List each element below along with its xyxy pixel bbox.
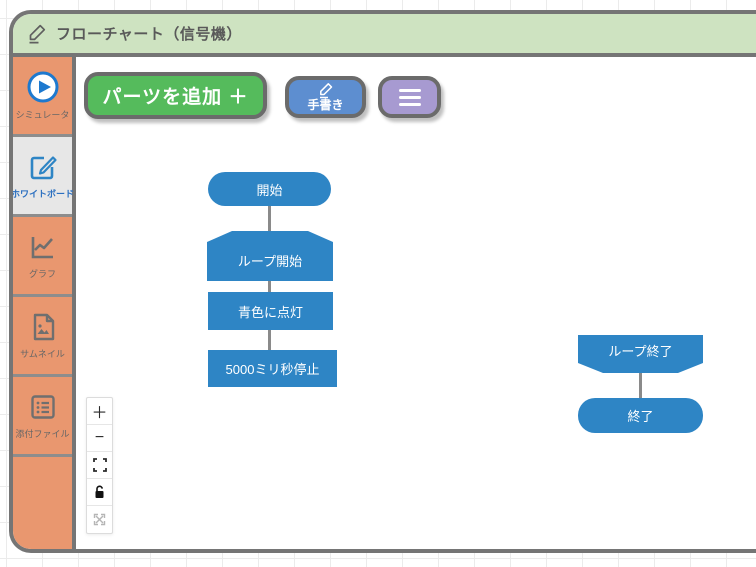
flow-node-loop-start[interactable]: ループ開始: [207, 231, 333, 281]
edit-title-pencil-icon[interactable]: [27, 23, 47, 44]
sidebar-item-whiteboard[interactable]: ホワイトボード: [11, 137, 75, 217]
flow-node-start[interactable]: 開始: [208, 172, 331, 206]
flow-node-wait[interactable]: 5000ミリ秒停止: [208, 350, 337, 387]
sidebar-item-thumbnail[interactable]: サムネイル: [13, 297, 72, 377]
sidebar: シミュレータ ホワイトボード グラフ: [13, 57, 76, 549]
sidebar-item-simulator[interactable]: シミュレータ: [13, 57, 72, 137]
hamburger-icon: [398, 88, 421, 106]
whiteboard-canvas[interactable]: パーツを追加 ＋ 手書き: [76, 57, 756, 549]
flow-connector: [268, 312, 271, 367]
node-label: 開始: [256, 182, 283, 198]
sidebar-item-graph[interactable]: グラフ: [13, 217, 72, 297]
node-label: 5000ミリ秒停止: [225, 362, 320, 377]
whiteboard-icon: [27, 151, 59, 183]
unlock-icon: [93, 485, 106, 499]
flow-connector: [268, 187, 271, 247]
flow-connector: [268, 257, 271, 307]
node-label: 青色に点灯: [237, 304, 303, 320]
thumbnail-icon: [27, 311, 59, 343]
expand-arrows-icon: [93, 513, 106, 526]
attachment-list-icon: [27, 391, 59, 423]
sidebar-item-label: グラフ: [28, 269, 56, 279]
menu-button[interactable]: [378, 76, 441, 118]
zoom-control-panel: ＋ −: [86, 397, 113, 534]
handwriting-button[interactable]: 手書き: [285, 76, 366, 118]
zoom-out-button[interactable]: −: [87, 425, 112, 452]
play-circle-icon: [26, 70, 60, 104]
page-title: フローチャート（信号機）: [56, 26, 242, 43]
window-header: フローチャート（信号機）: [13, 14, 756, 57]
fit-view-button[interactable]: [87, 452, 112, 479]
node-label: ループ終了: [608, 343, 673, 359]
line-chart-icon: [27, 231, 59, 263]
pencil-icon: [317, 82, 335, 99]
handwriting-button-label: 手書き: [307, 97, 344, 112]
zoom-in-button[interactable]: ＋: [87, 398, 112, 425]
flow-connector: [639, 352, 642, 412]
flow-node-end[interactable]: 終了: [578, 398, 703, 433]
node-label: 終了: [627, 409, 654, 424]
sidebar-item-label: 添付ファイル: [15, 429, 70, 439]
expand-button[interactable]: [87, 506, 112, 533]
fit-view-icon: [92, 458, 107, 472]
sidebar-item-label: サムネイル: [20, 349, 65, 359]
flow-node-loop-end[interactable]: ループ終了: [578, 335, 703, 373]
sidebar-item-label: ホワイトボード: [11, 189, 75, 199]
add-parts-button[interactable]: パーツを追加 ＋: [84, 72, 267, 119]
sidebar-item-attachments[interactable]: 添付ファイル: [13, 377, 72, 457]
node-label: ループ開始: [237, 254, 303, 269]
flowchart-app-window: フローチャート（信号機） シミュレータ: [9, 10, 756, 553]
lock-button[interactable]: [87, 479, 112, 506]
flow-node-light-blue[interactable]: 青色に点灯: [208, 292, 333, 330]
sidebar-item-label: シミュレータ: [15, 110, 70, 120]
